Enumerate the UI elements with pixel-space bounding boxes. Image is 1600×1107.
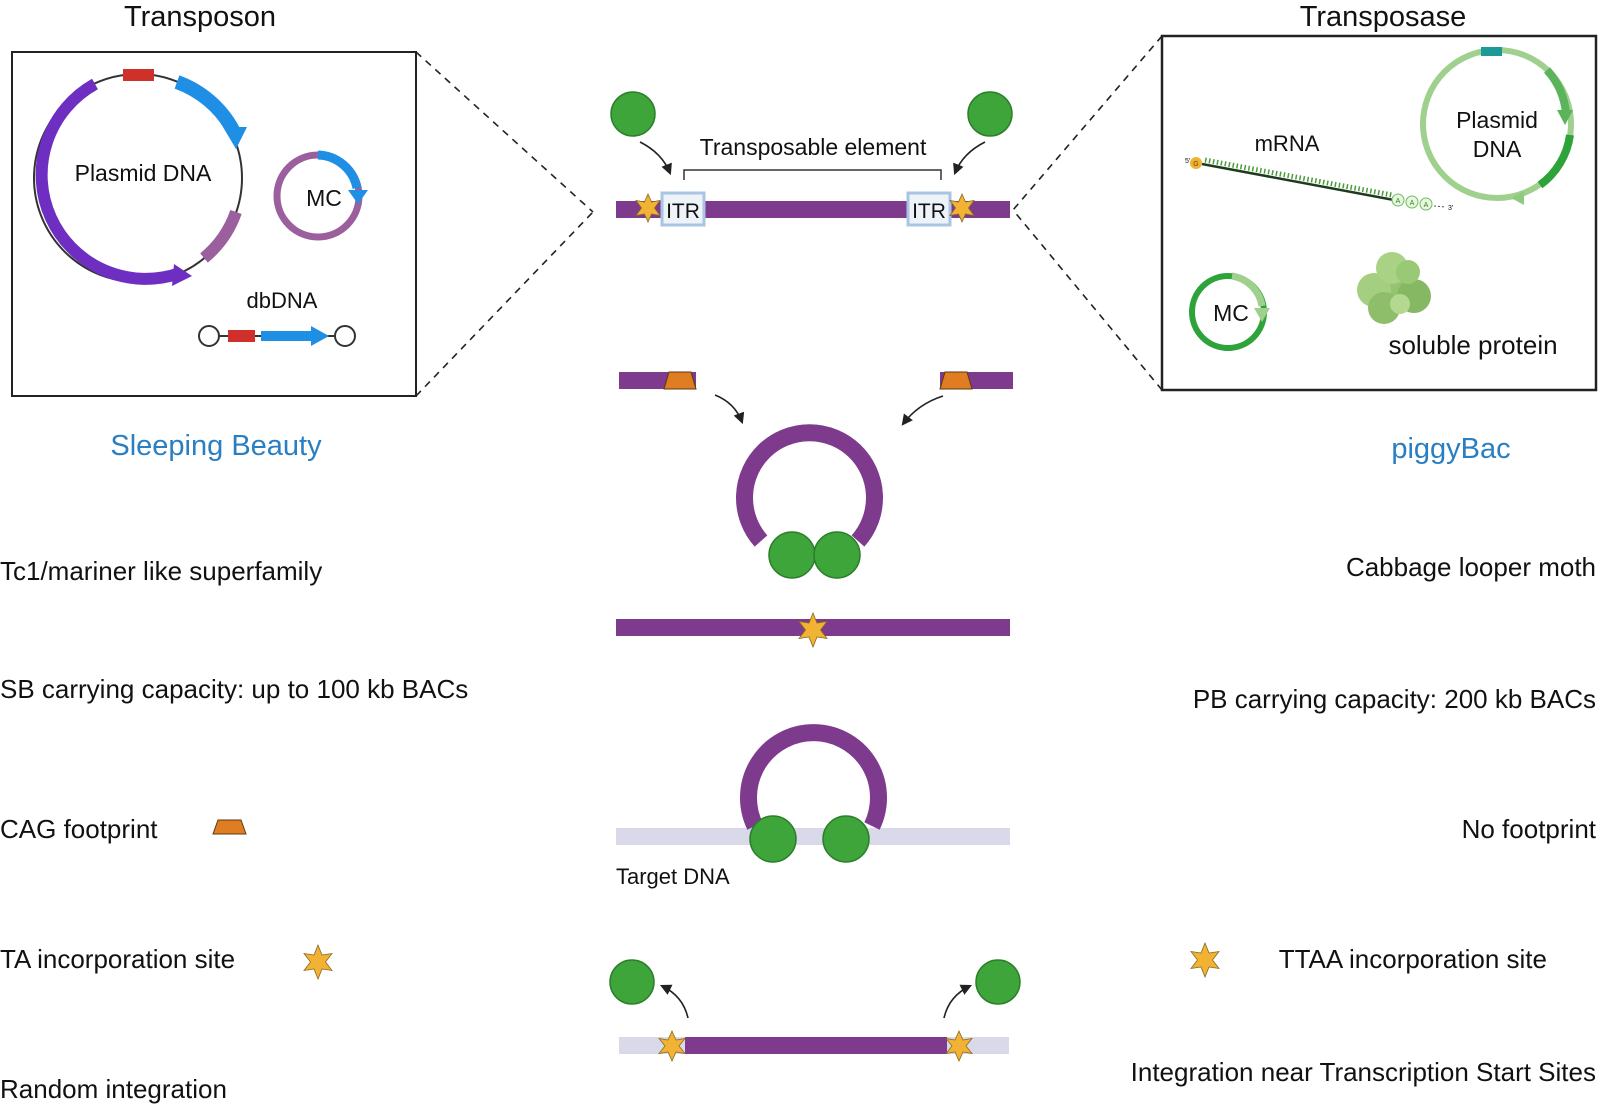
footprint-icon [663,371,697,390]
star-icon [1190,941,1220,979]
donor-repair-step [616,611,1010,649]
header-transposon: Transposon [124,1,276,33]
dbdna-label: dbDNA [247,288,318,313]
star-icon [949,193,975,223]
sb-feature-site: TA incorporation site [0,944,235,974]
transposase-mc-label: MC [1213,300,1249,326]
transposon-plasmid-label: Plasmid DNA [75,160,212,186]
integration-step [609,959,1021,1062]
transposase-protein-icon [975,959,1021,1005]
star-icon [798,611,828,649]
target-dna-label: Target DNA [616,864,730,889]
mrna-3prime-label: 3' [1448,205,1453,212]
sleeping-beauty-title: Sleeping Beauty [110,430,322,462]
polya-a3: A [1424,202,1429,209]
mrna-cap-label: G [1193,161,1198,168]
itr-right-label: ITR [912,200,946,223]
sb-feature-integration: Random integration [0,1074,227,1104]
soluble-protein-icon [1357,252,1431,324]
transposase-plasmid-icon [1420,47,1574,205]
transposon-mc-label: MC [306,185,342,211]
transposase-protein-icon [749,815,797,863]
star-icon [303,943,333,981]
piggybac-title: piggyBac [1391,433,1510,465]
pb-feature-capacity: PB carrying capacity: 200 kb BACs [1193,684,1596,714]
transposase-plasmid-label-1: Plasmid [1456,107,1538,133]
sb-feature-superfamily: Tc1/mariner like superfamily [0,556,322,586]
dbdna-icon [198,325,356,347]
footprint-icon [212,819,247,835]
transposase-protein-icon [610,91,656,137]
transposase-mc-icon [1189,272,1270,351]
pb-feature-origin: Cabbage looper moth [1346,552,1596,582]
sb-feature-footprint: CAG footprint [0,814,158,844]
transposable-element-label: Transposable element [700,134,927,160]
footprint-icon [939,371,973,390]
star-icon [658,1030,686,1062]
transposase-protein-icon [813,531,861,579]
mrna-label: mRNA [1255,131,1320,156]
transposase-protein-icon [768,531,816,579]
pb-feature-footprint: No footprint [1462,814,1597,844]
transposase-box: Plasmid DNA mRNA G 5' A A A 3' MC [1160,34,1598,392]
mrna-5prime-label: 5' [1185,158,1190,165]
star-icon [945,1030,973,1062]
star-icon [635,193,661,223]
pb-feature-integration: Integration near Transcription Start Sit… [1131,1057,1596,1087]
sb-feature-capacity: SB carrying capacity: up to 100 kb BACs [0,674,468,704]
polya-a1: A [1396,198,1401,205]
transposon-box: Plasmid DNA MC dbDNA [11,51,417,397]
transposon-mc-icon [273,150,368,241]
mrna-icon: G 5' A A A 3' [1185,157,1453,212]
pb-feature-site: TTAA incorporation site [1279,944,1547,974]
transposon-plasmid-icon [33,69,247,286]
transposase-protein-icon [967,91,1013,137]
polya-a2: A [1410,200,1415,207]
excision-step [619,371,1013,579]
transposase-protein-icon [609,959,655,1005]
soluble-protein-label: soluble protein [1388,330,1557,360]
transposase-protein-icon [822,815,870,863]
target-binding-step: Target DNA [616,724,1010,889]
itr-left-label: ITR [666,200,700,223]
transposable-element-step: ITR ITR Transposable element [610,91,1013,227]
header-transposase: Transposase [1300,1,1467,33]
transposase-plasmid-label-2: DNA [1473,136,1522,162]
